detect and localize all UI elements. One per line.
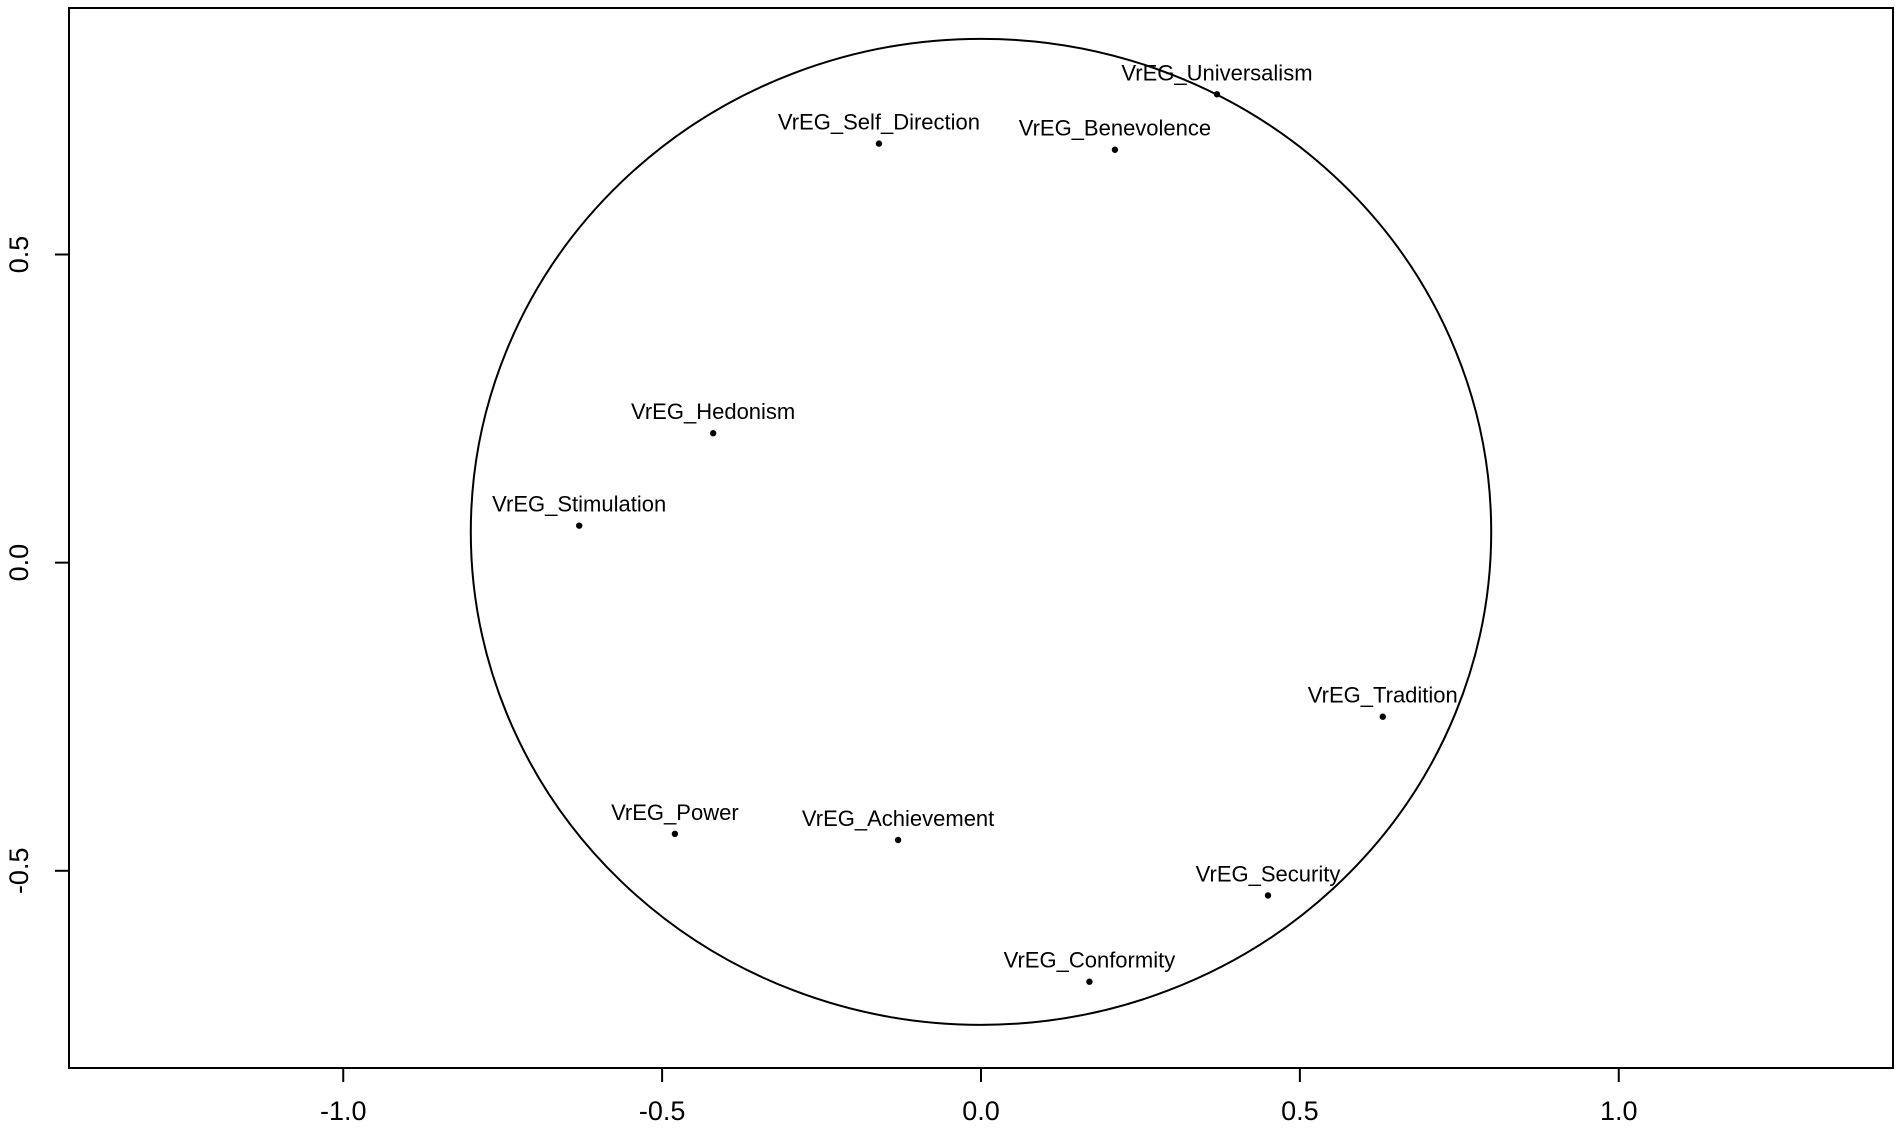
data-point — [875, 140, 883, 147]
data-point — [1264, 892, 1272, 899]
x-axis: -1.0 -0.5 0.0 0.5 1.0 — [320, 1067, 1638, 1126]
x-tick-label: 0.5 — [1281, 1096, 1319, 1126]
point-label: VrEG_Achievement — [802, 806, 994, 831]
y-tick-label: 0.0 — [4, 544, 34, 582]
plot-frame — [68, 7, 1894, 1069]
x-tick-label: -1.0 — [320, 1096, 367, 1126]
point-label: VrEG_Stimulation — [492, 492, 666, 517]
data-point — [709, 430, 717, 437]
point-label: VrEG_Hedonism — [631, 399, 795, 424]
data-point — [1086, 978, 1093, 985]
point-label: VrEG_Self_Direction — [778, 110, 980, 135]
data-point — [1379, 713, 1386, 720]
point-label: VrEG_Universalism — [1121, 60, 1312, 85]
point-label: VrEG_Tradition — [1308, 683, 1458, 708]
data-point — [1213, 91, 1221, 98]
y-tick-label: -0.5 — [4, 848, 34, 895]
data-point — [1111, 146, 1119, 153]
point-label: VrEG_Security — [1196, 861, 1341, 886]
data-point — [894, 836, 902, 844]
x-tick-label: 1.0 — [1600, 1096, 1638, 1126]
x-tick-label: 0.0 — [962, 1096, 1000, 1126]
data-point — [576, 522, 583, 529]
reference-circle — [469, 37, 1493, 1026]
y-axis: -0.5 0.0 0.5 — [4, 236, 70, 895]
x-tick-label: -0.5 — [639, 1096, 686, 1126]
point-label: VrEG_Conformity — [1004, 948, 1176, 973]
y-tick-label: 0.5 — [4, 236, 34, 274]
data-point — [671, 830, 679, 838]
point-label: VrEG_Power — [611, 800, 739, 825]
point-label: VrEG_Benevolence — [1019, 116, 1211, 141]
